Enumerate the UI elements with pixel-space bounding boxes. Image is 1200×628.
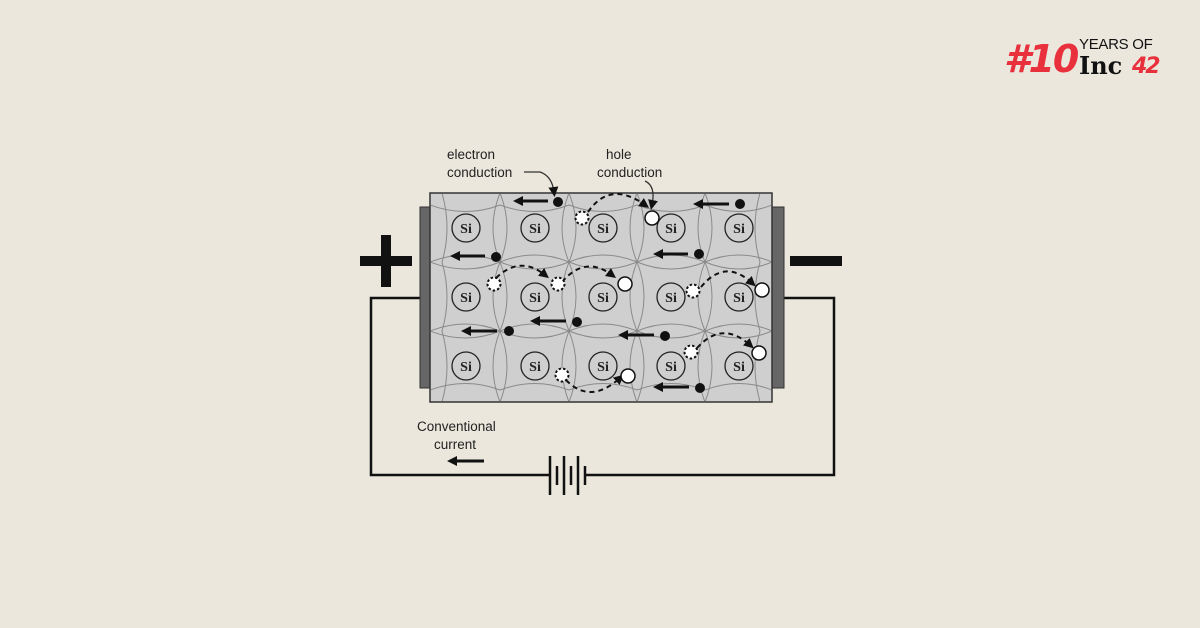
- svg-text:Si: Si: [597, 360, 609, 375]
- svg-text:Si: Si: [597, 291, 609, 306]
- hole-conduction-label: hole: [606, 147, 632, 162]
- positive-terminal-icon: [360, 235, 412, 287]
- logo-brand-number: 42: [1132, 54, 1161, 79]
- negative-terminal-icon: [790, 256, 842, 266]
- silicon-atoms: Si Si Si Si Si Si Si Si Si Si Si Si Si S…: [451, 213, 754, 381]
- si-atom: Si: [451, 282, 481, 312]
- si-atom: Si: [656, 351, 686, 381]
- holes: [617, 210, 770, 384]
- svg-text:Si: Si: [529, 291, 541, 306]
- si-atom: Si: [724, 351, 754, 381]
- svg-text:Si: Si: [665, 222, 677, 237]
- battery-icon: [548, 456, 587, 495]
- si-atom: Si: [588, 213, 618, 243]
- negative-electrode: [770, 206, 785, 389]
- svg-text:Si: Si: [460, 291, 472, 306]
- si-atom: Si: [520, 213, 550, 243]
- si-atom: Si: [588, 351, 618, 381]
- si-atom: Si: [656, 213, 686, 243]
- circuit-wire: [369, 296, 836, 477]
- electron-flow: [450, 196, 745, 393]
- svg-text:Si: Si: [460, 360, 472, 375]
- logo-brand: Inc: [1079, 51, 1123, 80]
- si-atom: Si: [724, 282, 754, 312]
- svg-text:Si: Si: [529, 360, 541, 375]
- svg-text:Si: Si: [733, 360, 745, 375]
- label-leaders: [524, 171, 658, 210]
- electron-conduction-label: electron: [447, 147, 495, 162]
- si-atom: Si: [520, 282, 550, 312]
- svg-text:Si: Si: [665, 291, 677, 306]
- hole-conduction-label: conduction: [597, 165, 662, 180]
- conventional-current-label: Conventional: [417, 419, 496, 434]
- si-atom: Si: [588, 282, 618, 312]
- vacated-holes: [486, 210, 701, 383]
- electron-conduction-label: conduction: [447, 165, 512, 180]
- svg-text:Si: Si: [733, 222, 745, 237]
- si-atom: Si: [451, 213, 481, 243]
- hole-flow: [495, 193, 756, 393]
- svg-text:Si: Si: [529, 222, 541, 237]
- si-atom: Si: [520, 351, 550, 381]
- svg-text:Si: Si: [460, 222, 472, 237]
- svg-text:Si: Si: [665, 360, 677, 375]
- inc42-logo: #10 YEARS OF Inc 42: [1004, 36, 1164, 84]
- si-atom: Si: [451, 351, 481, 381]
- si-atom: Si: [724, 213, 754, 243]
- conventional-current-label: current: [434, 437, 476, 452]
- si-atom: Si: [656, 282, 686, 312]
- svg-text:Si: Si: [733, 291, 745, 306]
- svg-text:Si: Si: [597, 222, 609, 237]
- logo-years-text: YEARS OF: [1079, 36, 1153, 53]
- logo-anniversary-number: #10: [1004, 37, 1079, 81]
